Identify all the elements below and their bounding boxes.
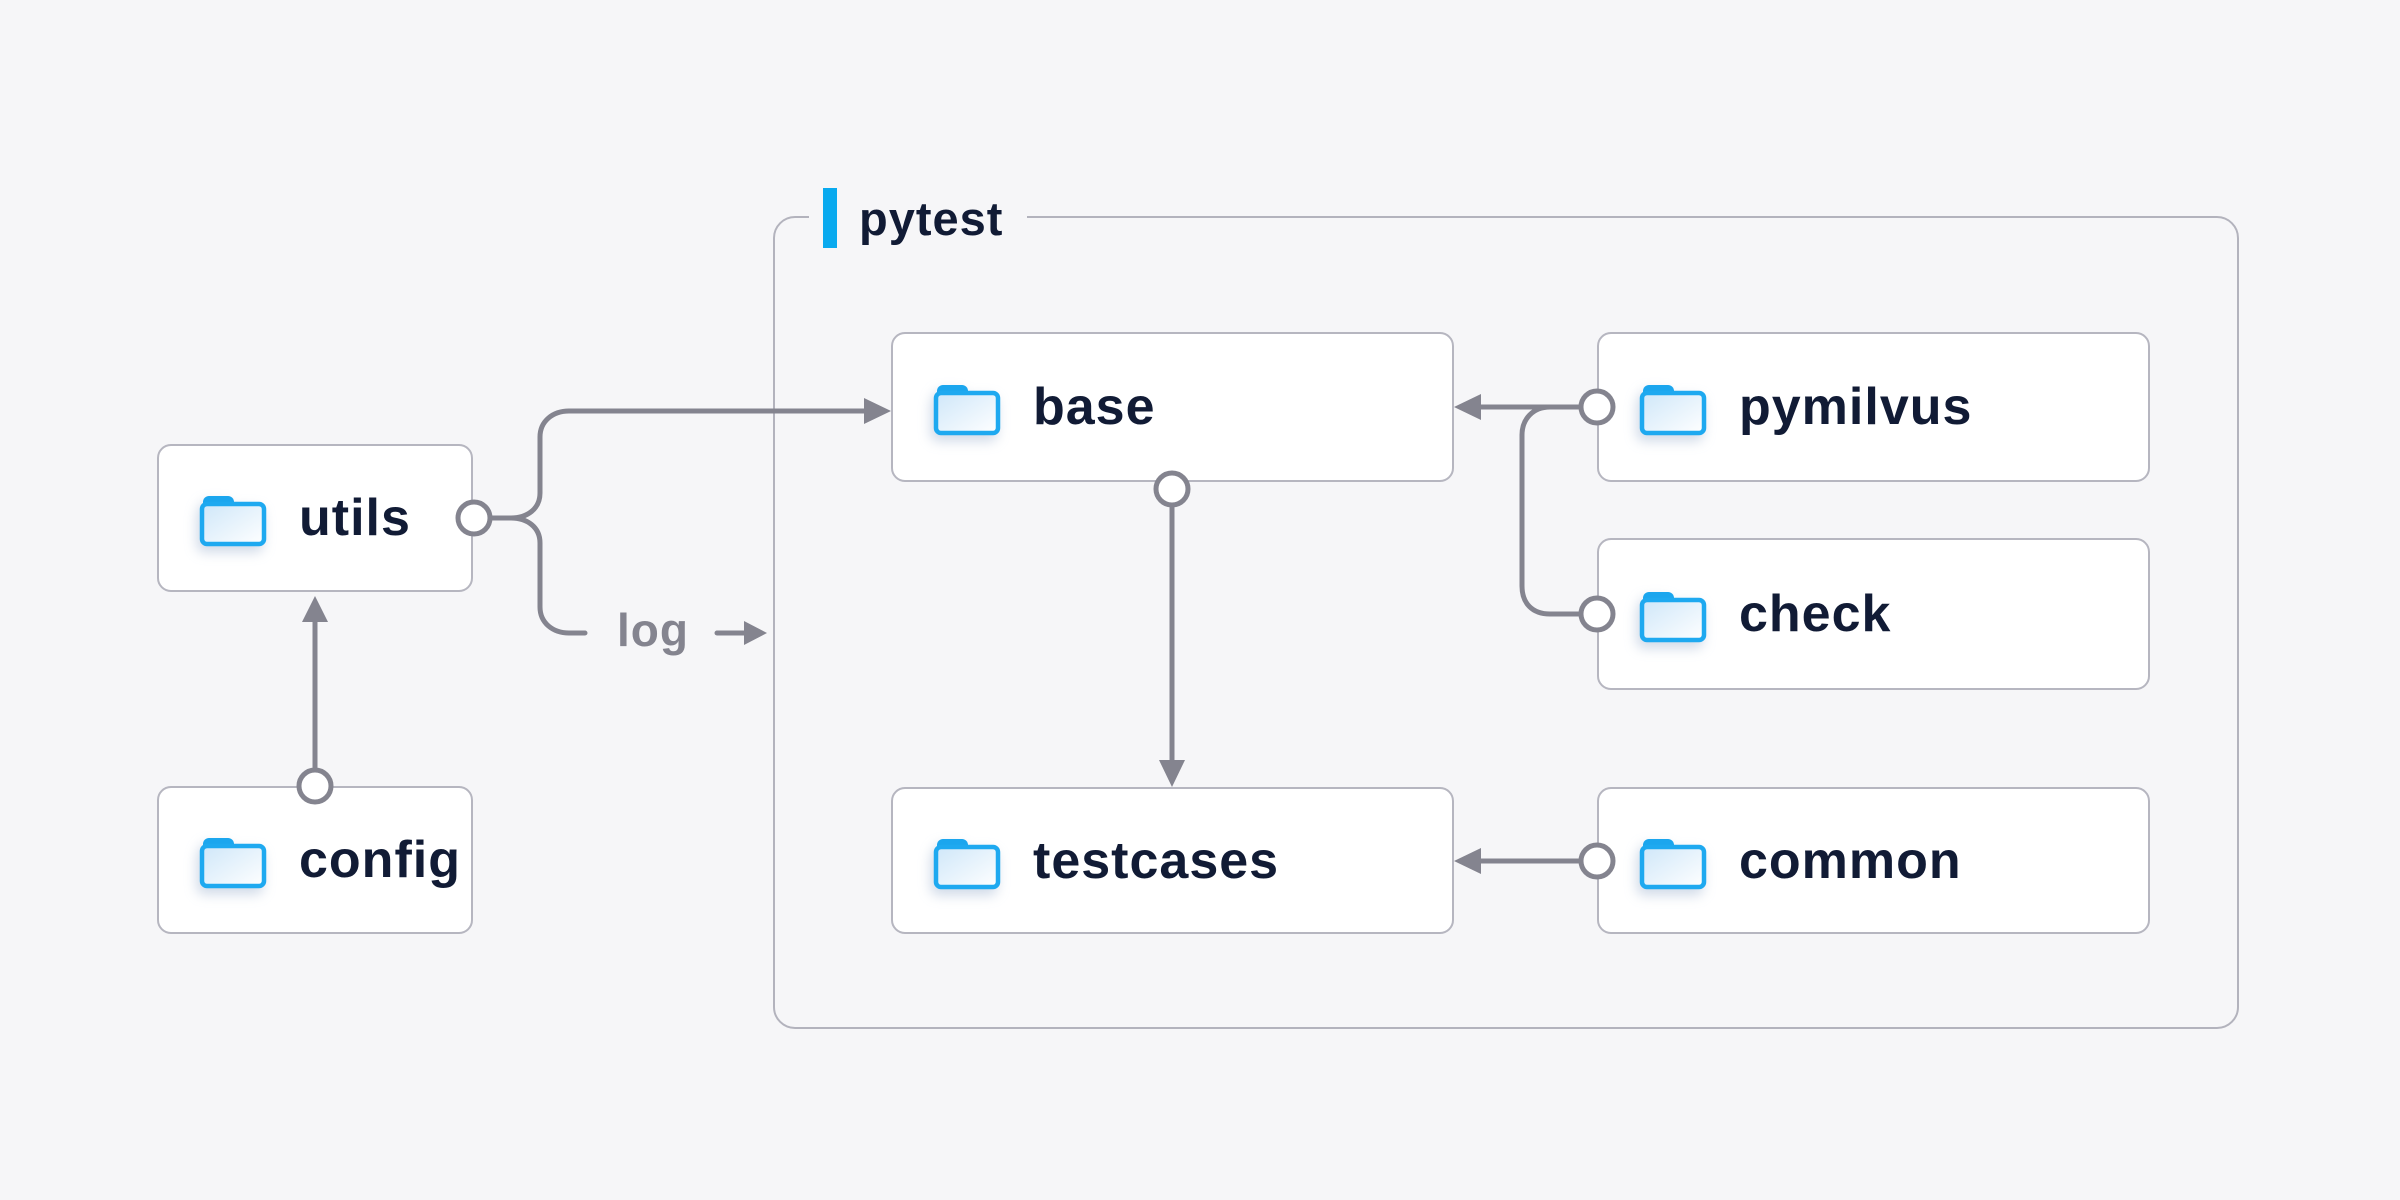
node-check: check bbox=[1597, 538, 2150, 690]
edge-label-log: log bbox=[617, 604, 689, 656]
edge-utils-log bbox=[508, 515, 588, 636]
node-utils: utils bbox=[157, 444, 473, 592]
folder-icon bbox=[931, 832, 1003, 890]
folder-icon bbox=[1637, 585, 1709, 643]
node-check-label: check bbox=[1739, 585, 1892, 643]
node-config-label: config bbox=[299, 831, 461, 889]
node-base-label: base bbox=[1033, 378, 1156, 436]
arrowhead-into-utils bbox=[302, 596, 328, 622]
node-testcases: testcases bbox=[891, 787, 1454, 934]
pytest-group-container: pytest bbox=[773, 185, 2239, 1029]
node-testcases-label: testcases bbox=[1033, 831, 1280, 890]
node-pymilvus-label: pymilvus bbox=[1739, 378, 1973, 436]
folder-icon bbox=[931, 378, 1003, 436]
node-utils-label: utils bbox=[299, 489, 411, 547]
group-label: pytest bbox=[809, 185, 1028, 251]
accent-bar-icon bbox=[823, 188, 837, 248]
node-base: base bbox=[891, 332, 1454, 482]
folder-icon bbox=[1637, 832, 1709, 890]
node-common-label: common bbox=[1739, 831, 1962, 890]
arrowhead-log bbox=[744, 621, 767, 645]
node-common: common bbox=[1597, 787, 2150, 934]
node-pymilvus: pymilvus bbox=[1597, 332, 2150, 482]
node-config: config bbox=[157, 786, 473, 934]
group-title: pytest bbox=[859, 191, 1004, 245]
folder-icon bbox=[197, 489, 269, 547]
folder-icon bbox=[1637, 378, 1709, 436]
folder-icon bbox=[197, 831, 269, 889]
